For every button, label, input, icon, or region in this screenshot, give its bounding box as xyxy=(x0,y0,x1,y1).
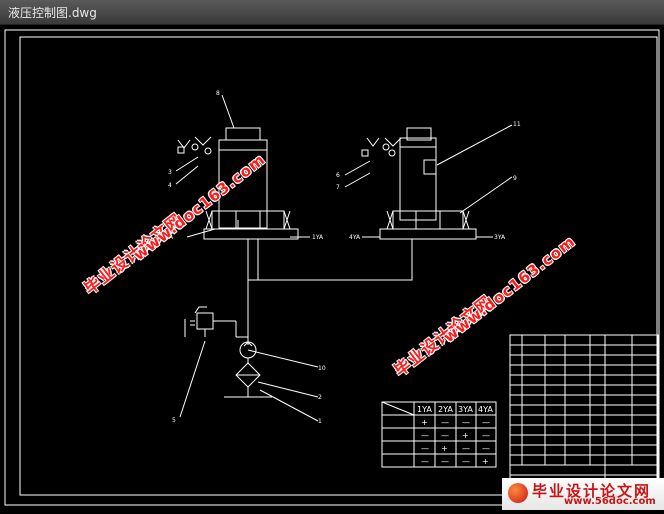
solenoid-table xyxy=(381,401,497,468)
label-3ya: 3YA xyxy=(494,234,506,241)
label-2ya: 2YA xyxy=(162,234,174,241)
right-cylinder-rod-block xyxy=(406,127,432,141)
label-9: 9 xyxy=(513,175,517,182)
throttle-valve xyxy=(423,159,437,175)
svg-text:1YA: 1YA xyxy=(417,405,432,414)
svg-text:—: — xyxy=(421,444,429,453)
svg-text:2YA: 2YA xyxy=(438,405,453,414)
svg-text:+: + xyxy=(441,444,448,453)
window-titlebar[interactable]: 液压控制图.dwg xyxy=(0,0,664,25)
window-title: 液压控制图.dwg xyxy=(8,6,97,20)
svg-text:—: — xyxy=(482,444,490,453)
right-cylinder-body xyxy=(399,137,437,221)
left-cylinder-body xyxy=(218,139,268,229)
label-1ya: 1YA xyxy=(312,234,324,241)
svg-text:—: — xyxy=(482,418,490,427)
svg-text:—: — xyxy=(421,457,429,466)
relief-valve xyxy=(196,312,214,330)
svg-text:3YA: 3YA xyxy=(458,405,473,414)
svg-text:—: — xyxy=(441,418,449,427)
label-3: 3 xyxy=(168,169,172,176)
drawing-labels: 3 4 8 2YA 1YA 10 2 1 5 6 7 11 9 4YA 3YA xyxy=(162,90,521,425)
svg-text:+: + xyxy=(421,418,428,427)
logo-text: 毕业设计论文网 xyxy=(532,482,652,500)
svg-text:+: + xyxy=(482,457,489,466)
pressure-pipe xyxy=(247,239,413,281)
svg-text:—: — xyxy=(441,431,449,440)
label-1: 1 xyxy=(318,418,322,425)
svg-text:—: — xyxy=(421,431,429,440)
left-cylinder-rod-block xyxy=(225,127,261,141)
svg-text:+: + xyxy=(462,431,469,440)
label-7: 7 xyxy=(336,184,340,191)
solenoid-table-text: 1YA 2YA 3YA 4YA + — — — — — + — — + — — … xyxy=(417,405,493,466)
label-8: 8 xyxy=(216,90,220,97)
logo-ball-icon xyxy=(508,483,528,503)
label-4: 4 xyxy=(168,182,172,189)
svg-text:—: — xyxy=(482,431,490,440)
logo-url: www.56doc.com xyxy=(564,496,656,507)
label-5: 5 xyxy=(172,417,176,424)
svg-text:—: — xyxy=(462,418,470,427)
label-10: 10 xyxy=(318,365,326,372)
label-4ya: 4YA xyxy=(349,234,361,241)
cad-drawing: 3 4 8 2YA 1YA 10 2 1 5 6 7 11 9 4YA 3YA … xyxy=(4,29,660,506)
svg-text:—: — xyxy=(462,457,470,466)
drawing-canvas[interactable]: 3 4 8 2YA 1YA 10 2 1 5 6 7 11 9 4YA 3YA … xyxy=(0,25,664,510)
label-11: 11 xyxy=(513,121,521,128)
label-6: 6 xyxy=(336,172,340,179)
site-logo: 毕业设计论文网 www.56doc.com xyxy=(502,478,664,510)
parts-list-rows xyxy=(510,335,658,495)
label-2: 2 xyxy=(318,394,322,401)
inner-frame xyxy=(19,36,658,496)
svg-text:—: — xyxy=(462,444,470,453)
left-valve xyxy=(211,210,285,230)
svg-text:—: — xyxy=(441,457,449,466)
svg-text:4YA: 4YA xyxy=(478,405,493,414)
outer-frame xyxy=(4,29,660,506)
